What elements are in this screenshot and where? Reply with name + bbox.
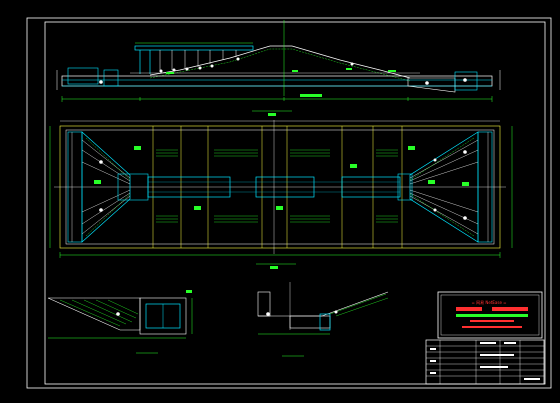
sheet-outer-frame xyxy=(26,17,552,389)
section-left-view xyxy=(47,290,193,354)
plan-view xyxy=(49,120,513,269)
sheet-inner-frame xyxy=(44,21,546,385)
elevation-view xyxy=(56,20,501,116)
title-block xyxy=(425,339,545,385)
stamp-brand-text: = 网易 NetEase = xyxy=(471,300,506,305)
title-stamp: = 网易 NetEase = xyxy=(437,291,543,339)
section-right-view xyxy=(257,282,389,357)
